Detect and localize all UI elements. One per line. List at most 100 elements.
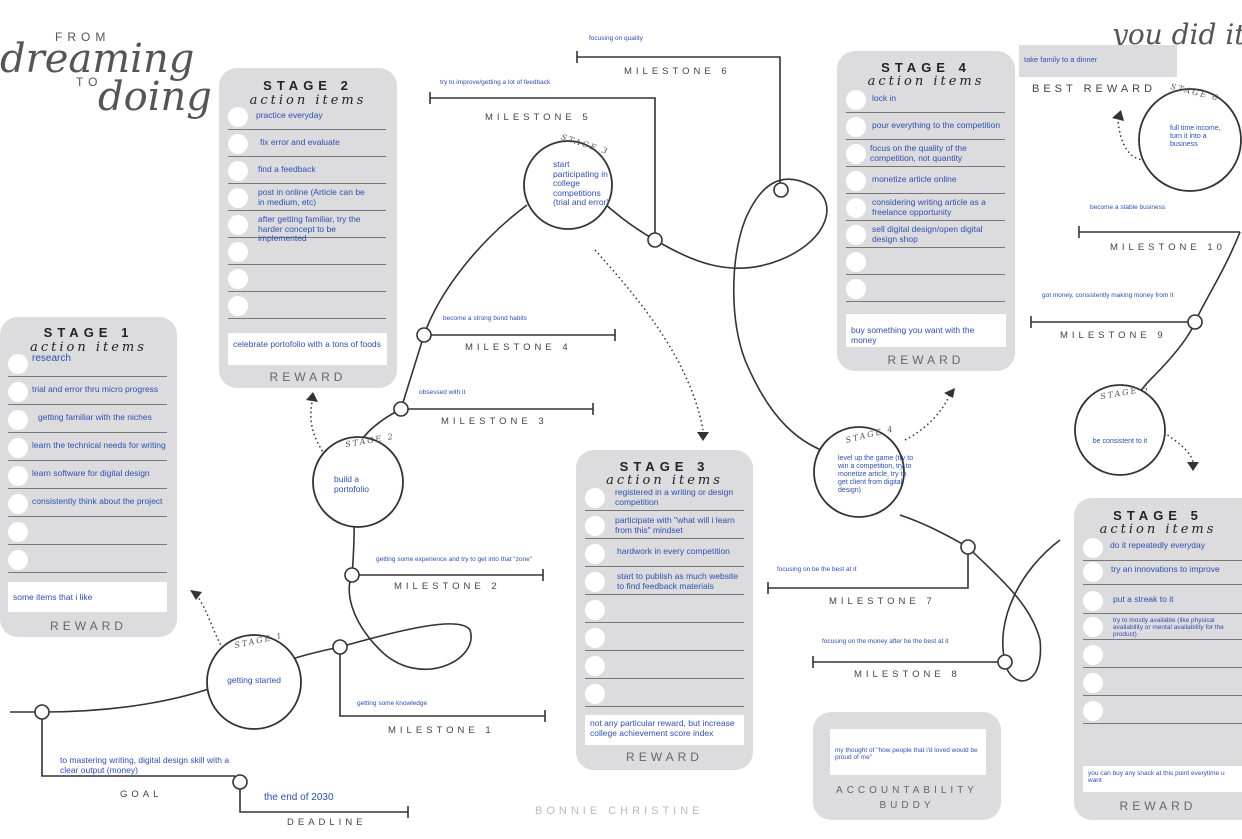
milestone9-note: got money, consistently making money fro…	[1042, 292, 1174, 299]
checkbox-circle[interactable]	[585, 516, 605, 536]
checkbox-circle[interactable]	[846, 225, 866, 245]
stage1-item[interactable]: getting familiar with the niches	[8, 408, 167, 433]
stage5-reward-box[interactable]: you can buy any snack at this point ever…	[1083, 766, 1242, 792]
stage5-item[interactable]: try to mostly available (like physical a…	[1083, 615, 1242, 640]
stage1-item-text: learn software for digital design	[32, 468, 150, 478]
stage3-item[interactable]: start to publish as much website to find…	[585, 570, 744, 595]
stage3-item[interactable]: registered in a writing or design compet…	[585, 486, 744, 511]
deadline-text: the end of 2030	[264, 792, 334, 803]
checkbox-circle[interactable]	[8, 354, 28, 374]
checkbox-circle[interactable]	[228, 107, 248, 127]
stage4-item[interactable]: considering writing article as a freelan…	[846, 196, 1005, 221]
checkbox-circle[interactable]	[1083, 562, 1103, 582]
best-reward-box[interactable]: take family to a dinner	[1019, 45, 1177, 77]
checkbox-circle[interactable]	[8, 382, 28, 402]
best-reward-text: take family to a dinner	[1024, 55, 1098, 64]
stage4-item[interactable]: sell digital design/open digital design …	[846, 223, 1005, 248]
stage1-item[interactable]: research	[8, 352, 167, 377]
stage2-item[interactable]	[228, 240, 386, 265]
checkbox-circle[interactable]	[585, 684, 605, 704]
stage2-item[interactable]: fix error and evaluate	[228, 132, 386, 157]
stage3-item[interactable]	[585, 626, 744, 651]
stage2-item[interactable]: find a feedback	[228, 159, 386, 184]
stage1-subtitle: action items	[30, 340, 147, 355]
stage3-item[interactable]	[585, 682, 744, 707]
stage2-item[interactable]: practice everyday	[228, 105, 386, 130]
checkbox-circle[interactable]	[846, 144, 866, 164]
checkbox-circle[interactable]	[846, 198, 866, 218]
checkbox-circle[interactable]	[8, 410, 28, 430]
checkbox-circle[interactable]	[846, 90, 866, 110]
checkbox-circle[interactable]	[1083, 591, 1103, 611]
checkbox-circle[interactable]	[228, 215, 248, 235]
stage1-item[interactable]	[8, 520, 167, 545]
checkbox-circle[interactable]	[1083, 538, 1103, 558]
stage1-item[interactable]: learn software for digital design	[8, 464, 167, 489]
stage1-item-text: consistently think about the project	[32, 496, 163, 506]
stage1-item[interactable]	[8, 548, 167, 573]
checkbox-circle[interactable]	[1083, 701, 1103, 721]
stage1-item[interactable]: trial and error thru micro progress	[8, 380, 167, 405]
stage1-title: STAGE 1	[43, 325, 134, 340]
checkbox-circle[interactable]	[8, 438, 28, 458]
stage5-item[interactable]	[1083, 671, 1242, 696]
checkbox-circle[interactable]	[585, 628, 605, 648]
stage1-item-text: research	[32, 353, 71, 364]
stage2-item[interactable]: after getting familiar, try the harder c…	[228, 213, 386, 243]
stage4-item[interactable]: lock in	[846, 88, 1005, 113]
stage3-item[interactable]: hardwork in every competition	[585, 542, 744, 567]
stage2-item[interactable]	[228, 294, 386, 319]
stage3-item[interactable]	[585, 654, 744, 679]
checkbox-circle[interactable]	[585, 544, 605, 564]
checkbox-circle[interactable]	[1083, 617, 1103, 637]
stage4-item[interactable]: monetize article online	[846, 169, 1005, 194]
checkbox-circle[interactable]	[846, 171, 866, 191]
stage5-item[interactable]: do it repeatedly everyday	[1083, 536, 1242, 561]
checkbox-circle[interactable]	[228, 161, 248, 181]
checkbox-circle[interactable]	[8, 550, 28, 570]
stage2-reward-box[interactable]: celebrate portofolio with a tons of food…	[228, 333, 387, 365]
checkbox-circle[interactable]	[846, 279, 866, 299]
checkbox-circle[interactable]	[1083, 645, 1103, 665]
checkbox-circle[interactable]	[228, 242, 248, 262]
checkbox-circle[interactable]	[8, 494, 28, 514]
stage1-reward-box[interactable]: some items that i like	[8, 582, 167, 612]
checkbox-circle[interactable]	[228, 296, 248, 316]
stage4-item[interactable]: focus on the quality of the competition,…	[846, 142, 1005, 167]
checkbox-circle[interactable]	[585, 488, 605, 508]
stage3-reward-box[interactable]: not any particular reward, but increase …	[585, 715, 744, 745]
checkbox-circle[interactable]	[1083, 673, 1103, 693]
circle-stage3-text: start participating in college competiti…	[553, 159, 610, 207]
stage5-item[interactable]	[1083, 643, 1242, 668]
stage4-item[interactable]	[846, 277, 1005, 302]
stage3-item[interactable]	[585, 598, 744, 623]
milestone5-note: try to improve/getting a lot of feedback	[440, 79, 551, 86]
stage4-reward-box[interactable]: buy something you want with the money	[846, 314, 1006, 347]
checkbox-circle[interactable]	[585, 600, 605, 620]
stage4-item-text: lock in	[872, 93, 897, 103]
stage2-item[interactable]: post in online (Article can be in medium…	[228, 186, 386, 211]
circle-stage1-text: getting started	[227, 675, 281, 685]
checkbox-circle[interactable]	[228, 134, 248, 154]
stage5-item[interactable]: put a streak to it	[1083, 589, 1242, 614]
accountability-text-box[interactable]: my thought of "how people that i'd loved…	[830, 729, 986, 775]
checkbox-circle[interactable]	[228, 188, 248, 208]
checkbox-circle[interactable]	[228, 269, 248, 289]
checkbox-circle[interactable]	[585, 572, 605, 592]
stage2-item-text: post in online (Article can be in medium…	[258, 187, 365, 207]
stage3-item[interactable]: participate with "what will i learn from…	[585, 514, 744, 539]
checkbox-circle[interactable]	[585, 656, 605, 676]
stage2-item[interactable]	[228, 267, 386, 292]
stage4-item[interactable]: pour everything to the competition	[846, 115, 1005, 140]
checkbox-circle[interactable]	[8, 466, 28, 486]
stage1-item[interactable]: consistently think about the project	[8, 492, 167, 517]
checkbox-circle[interactable]	[846, 252, 866, 272]
stage4-item[interactable]	[846, 250, 1005, 275]
checkbox-circle[interactable]	[8, 522, 28, 542]
checkbox-circle[interactable]	[846, 117, 866, 137]
stage2-item-text: practice everyday	[256, 110, 323, 120]
stage5-title: STAGE 5	[1113, 508, 1203, 523]
stage1-item[interactable]: learn the technical needs for writing	[8, 436, 167, 461]
stage5-item[interactable]	[1083, 699, 1242, 724]
stage5-item[interactable]: try an innovations to improve	[1083, 560, 1242, 585]
